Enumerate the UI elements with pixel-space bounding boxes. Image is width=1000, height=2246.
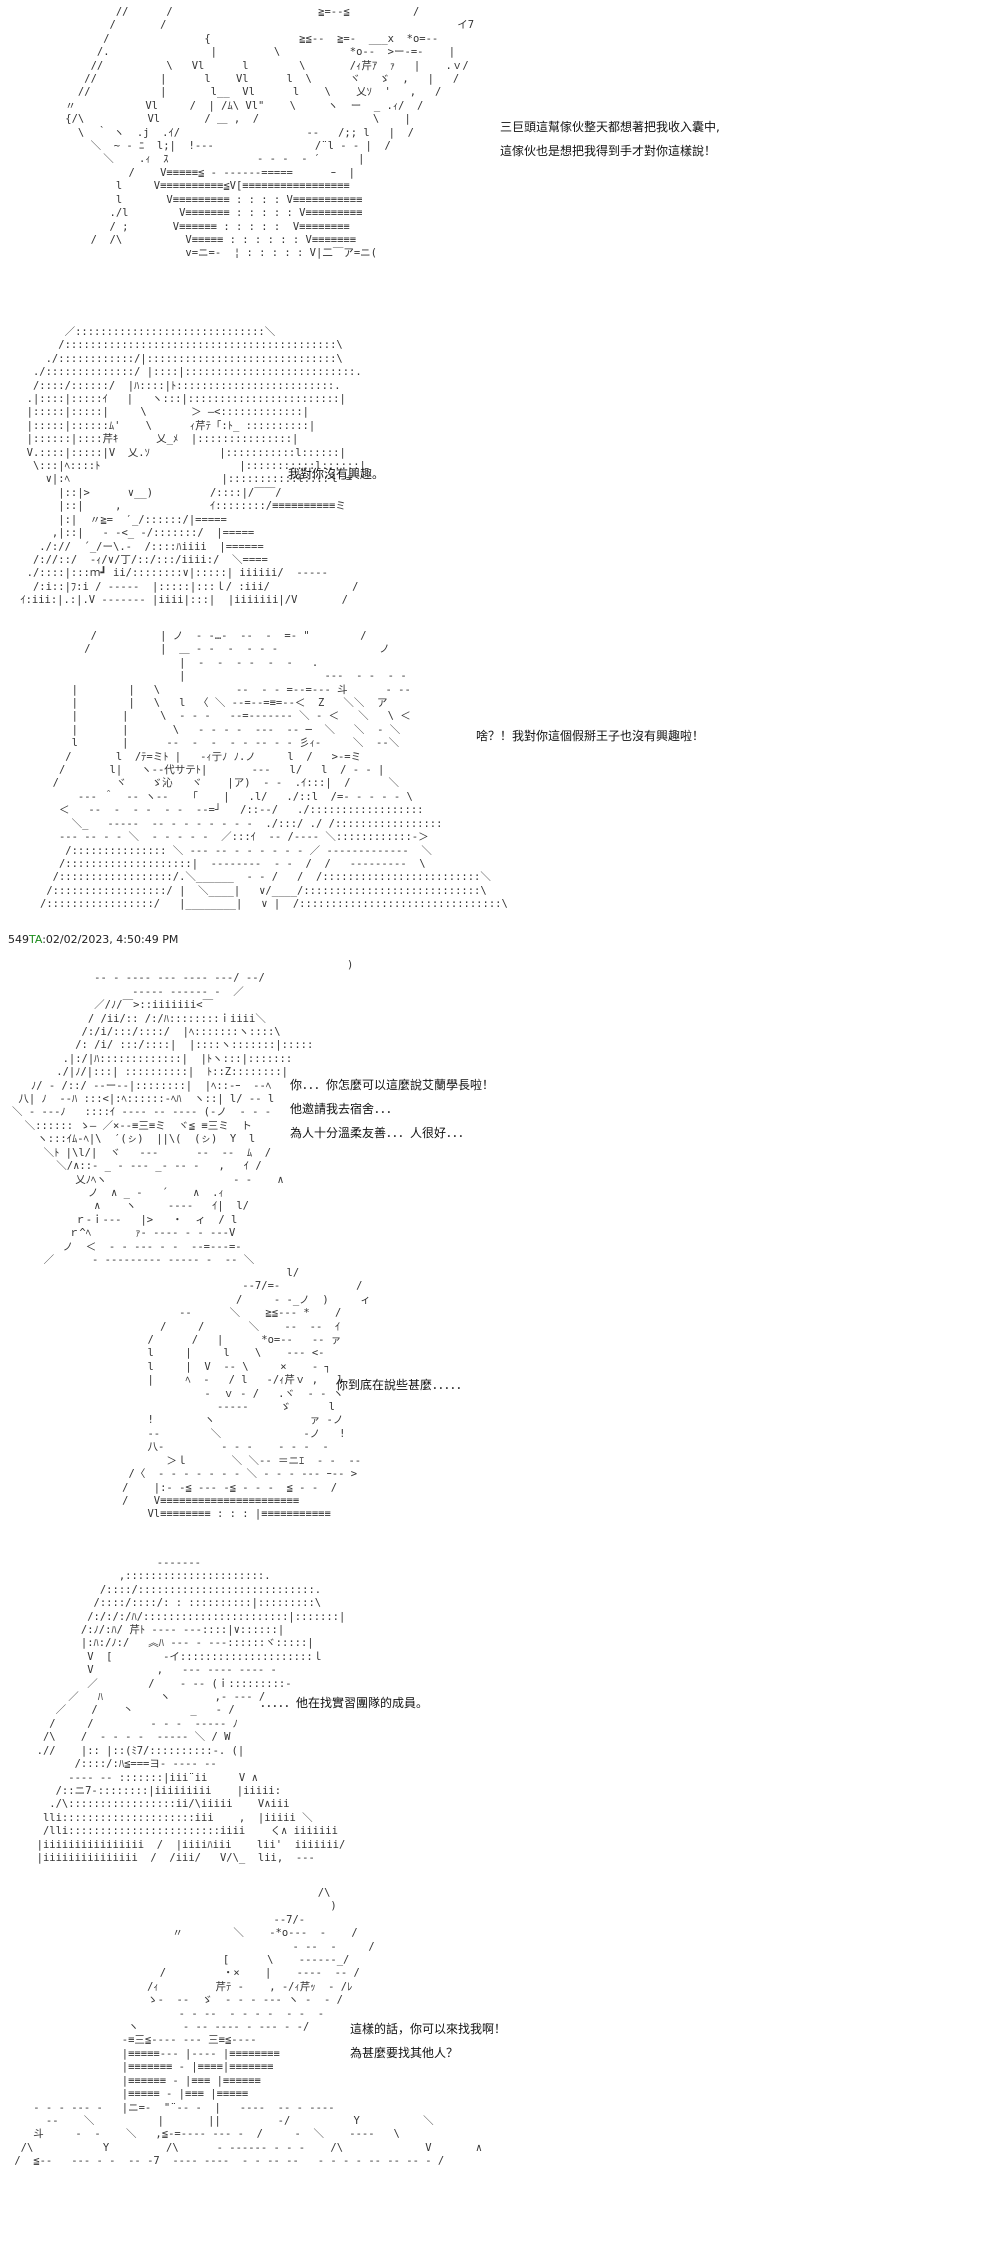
- dialogue-line: 為甚麼要找其他人？: [350, 2046, 459, 2060]
- ascii-art-1: // / ≧=‐-≦ / / / イ7 / { ≧≦‐- ≧=- ___x *o…: [65, 6, 475, 260]
- panel-1: // / ≧=‐-≦ / / / イ7 / { ≧≦‐- ≧=- ___x *o…: [0, 0, 1000, 300]
- post-header: 549TA:02/02/2023, 4:50:49 PM: [8, 933, 178, 946]
- post-label: TA: [29, 933, 43, 946]
- ascii-art-4: ) ‐‐ ‐ ‐‐‐‐ ‐‐‐ ‐‐‐‐ ‐‐‐/ ‐‐/ ‐‐‐‐‐ ‐‐‐‐…: [12, 959, 354, 1266]
- post-number: 549: [8, 933, 29, 946]
- dialogue-line: ．．．．．他在找實習團隊的成員。: [260, 1696, 429, 1710]
- dialogue-line: 這傢伙也是想把我得到手才對你這樣說！: [500, 144, 717, 158]
- dialogue-6: ．．．．．他在找實習團隊的成員。: [260, 1691, 428, 1715]
- panel-7: /\ ) ‐‐7/‐ 〃 ＼ ‐*o‐‐‐ ‐ /: [0, 1885, 1000, 2245]
- ascii-art-2: ／::::::::::::::::::::::::::::::＼ /::::::…: [20, 326, 366, 607]
- panel-4: ) ‐‐ ‐ ‐‐‐‐ ‐‐‐ ‐‐‐‐ ‐‐‐/ ‐‐/ ‐‐‐‐‐ ‐‐‐‐…: [0, 955, 1000, 1266]
- dialogue-4: 你．．．你怎麼可以這麼說艾蘭學長啦！ 他邀請我去宿舍．．． 為人十分溫柔友善．．…: [290, 1073, 494, 1145]
- dialogue-line: 他邀請我去宿舍．．．: [290, 1102, 399, 1116]
- panel-2: ／::::::::::::::::::::::::::::::＼ /::::::…: [0, 320, 1000, 610]
- panel-6: ‐‐‐‐‐‐‐ ,::::::::::::::::::::::. /::::/:…: [0, 1555, 1000, 1875]
- dialogue-line: 三巨頭這幫傢伙整天都想著把我收入囊中,: [500, 120, 720, 134]
- ascii-art-6: ‐‐‐‐‐‐‐ ,::::::::::::::::::::::. /::::/:…: [36, 1557, 346, 1864]
- dialogue-1: 三巨頭這幫傢伙整天都想著把我收入囊中, 這傢伙也是想把我得到手才對你這樣說！: [500, 115, 720, 163]
- dialogue-line: 啥？！我對你這個假掰王子也沒有興趣啦！: [476, 729, 705, 743]
- post-timestamp: :02/02/2023, 4:50:49 PM: [42, 933, 179, 946]
- dialogue-line: 這樣的話，你可以來找我啊！: [350, 2022, 507, 2036]
- dialogue-line: 為人十分溫柔友善．．．人很好．．．: [290, 1126, 471, 1140]
- dialogue-7: 這樣的話，你可以來找我啊！ 為甚麼要找其他人？: [350, 2017, 506, 2065]
- ascii-art-5: l/ ‐‐7/=‐ / / ‐ ‐_ノ ) ィ -‐ ＼ ≧≦‐‐‐ * / /…: [122, 1267, 371, 1521]
- dialogue-5: 你到底在說些甚麼．．．．．: [336, 1373, 468, 1397]
- dialogue-line: 你到底在說些甚麼．．．．．: [336, 1378, 469, 1392]
- panel-3: / | ノ ‐ ‐…‐ ‐‐ ‐ =‐ " / / | ＿ ‐ ‐ ‐ ‐ ‐ …: [0, 628, 1000, 928]
- dialogue-line: 我對你沒有興趣。: [288, 467, 385, 481]
- ascii-art-3: / | ノ ‐ ‐…‐ ‐‐ ‐ =‐ " / / | ＿ ‐ ‐ ‐ ‐ ‐ …: [40, 630, 508, 911]
- dialogue-line: 你．．．你怎麼可以這麼說艾蘭學長啦！: [290, 1078, 495, 1092]
- panel-5: l/ ‐‐7/=‐ / / ‐ ‐_ノ ) ィ -‐ ＼ ≧≦‐‐‐ * / /…: [0, 1265, 1000, 1545]
- dialogue-2: 我對你沒有興趣。: [288, 462, 384, 486]
- ascii-art-7: /\ ) ‐‐7/‐ 〃 ＼ ‐*o‐‐‐ ‐ /: [14, 1887, 483, 2168]
- dialogue-3: 啥？！我對你這個假掰王子也沒有興趣啦！: [476, 724, 704, 748]
